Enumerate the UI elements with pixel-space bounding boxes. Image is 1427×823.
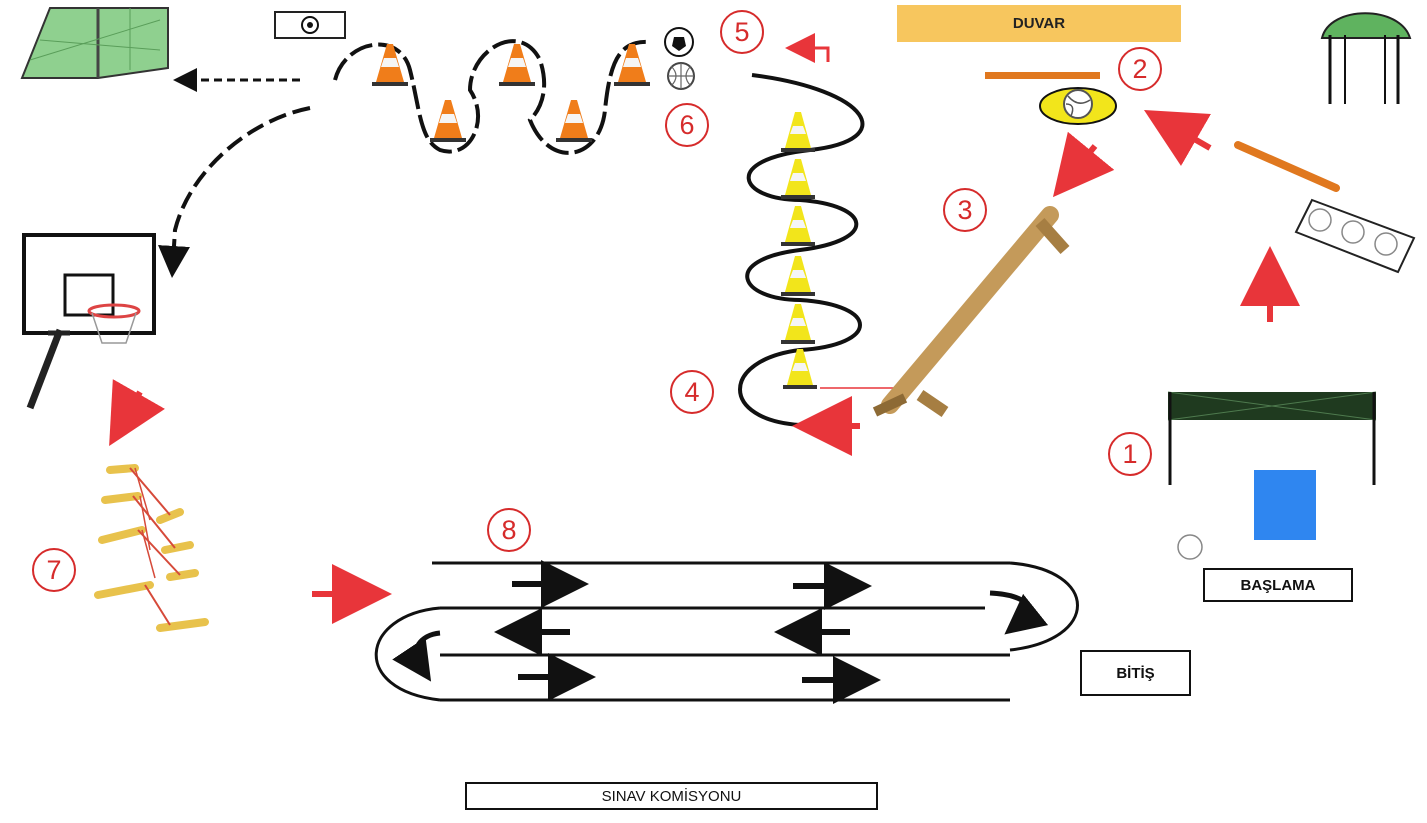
handball-icon xyxy=(1308,208,1332,232)
angled-bar xyxy=(1234,141,1340,192)
football-icon xyxy=(664,27,694,57)
station-4: 4 xyxy=(670,370,714,414)
basketball-icon xyxy=(667,62,695,90)
cone-right-5 xyxy=(781,304,815,344)
station-2: 2 xyxy=(1118,47,1162,91)
handball-icon xyxy=(1177,534,1203,560)
wall-label: DUVAR xyxy=(897,5,1181,42)
cone-top-1 xyxy=(372,44,408,86)
weave-path-top xyxy=(333,39,651,155)
volleyball-icon xyxy=(1039,87,1117,125)
cone-top-5 xyxy=(556,100,592,142)
handball-icon xyxy=(1341,220,1365,244)
handball-icon xyxy=(1374,232,1398,256)
handball-tray xyxy=(1294,198,1416,274)
football-icon xyxy=(301,16,319,34)
station-8: 8 xyxy=(487,508,531,552)
station-3: 3 xyxy=(943,188,987,232)
station-1: 1 xyxy=(1108,432,1152,476)
start-mat xyxy=(1254,470,1316,540)
cone-right-3 xyxy=(781,206,815,246)
start-label: BAŞLAMA xyxy=(1203,568,1353,602)
cone-top-4 xyxy=(430,100,466,142)
soccer-goal xyxy=(20,7,169,79)
arch-obstacle xyxy=(1320,12,1412,104)
bench-bar xyxy=(985,72,1100,79)
cone-right-1 xyxy=(781,112,815,152)
cone-top-2 xyxy=(499,44,535,86)
station-6: 6 xyxy=(665,103,709,147)
start-goal xyxy=(1167,391,1377,485)
cone-right-6 xyxy=(783,349,817,389)
basketball-hoop xyxy=(22,233,156,410)
running-track xyxy=(374,560,1079,704)
cone-right-4 xyxy=(781,256,815,296)
balance-beam xyxy=(872,206,1070,417)
direction-arrows xyxy=(109,33,1300,624)
hurdle-ladder xyxy=(94,464,209,632)
committee-label: SINAV KOMİSYONU xyxy=(465,782,878,810)
station-7: 7 xyxy=(32,548,76,592)
cone-right-2 xyxy=(781,159,815,199)
path-to-basket xyxy=(158,106,311,278)
station-5: 5 xyxy=(720,10,764,54)
cone-top-3 xyxy=(614,44,650,86)
finish-label: BİTİŞ xyxy=(1080,650,1191,696)
